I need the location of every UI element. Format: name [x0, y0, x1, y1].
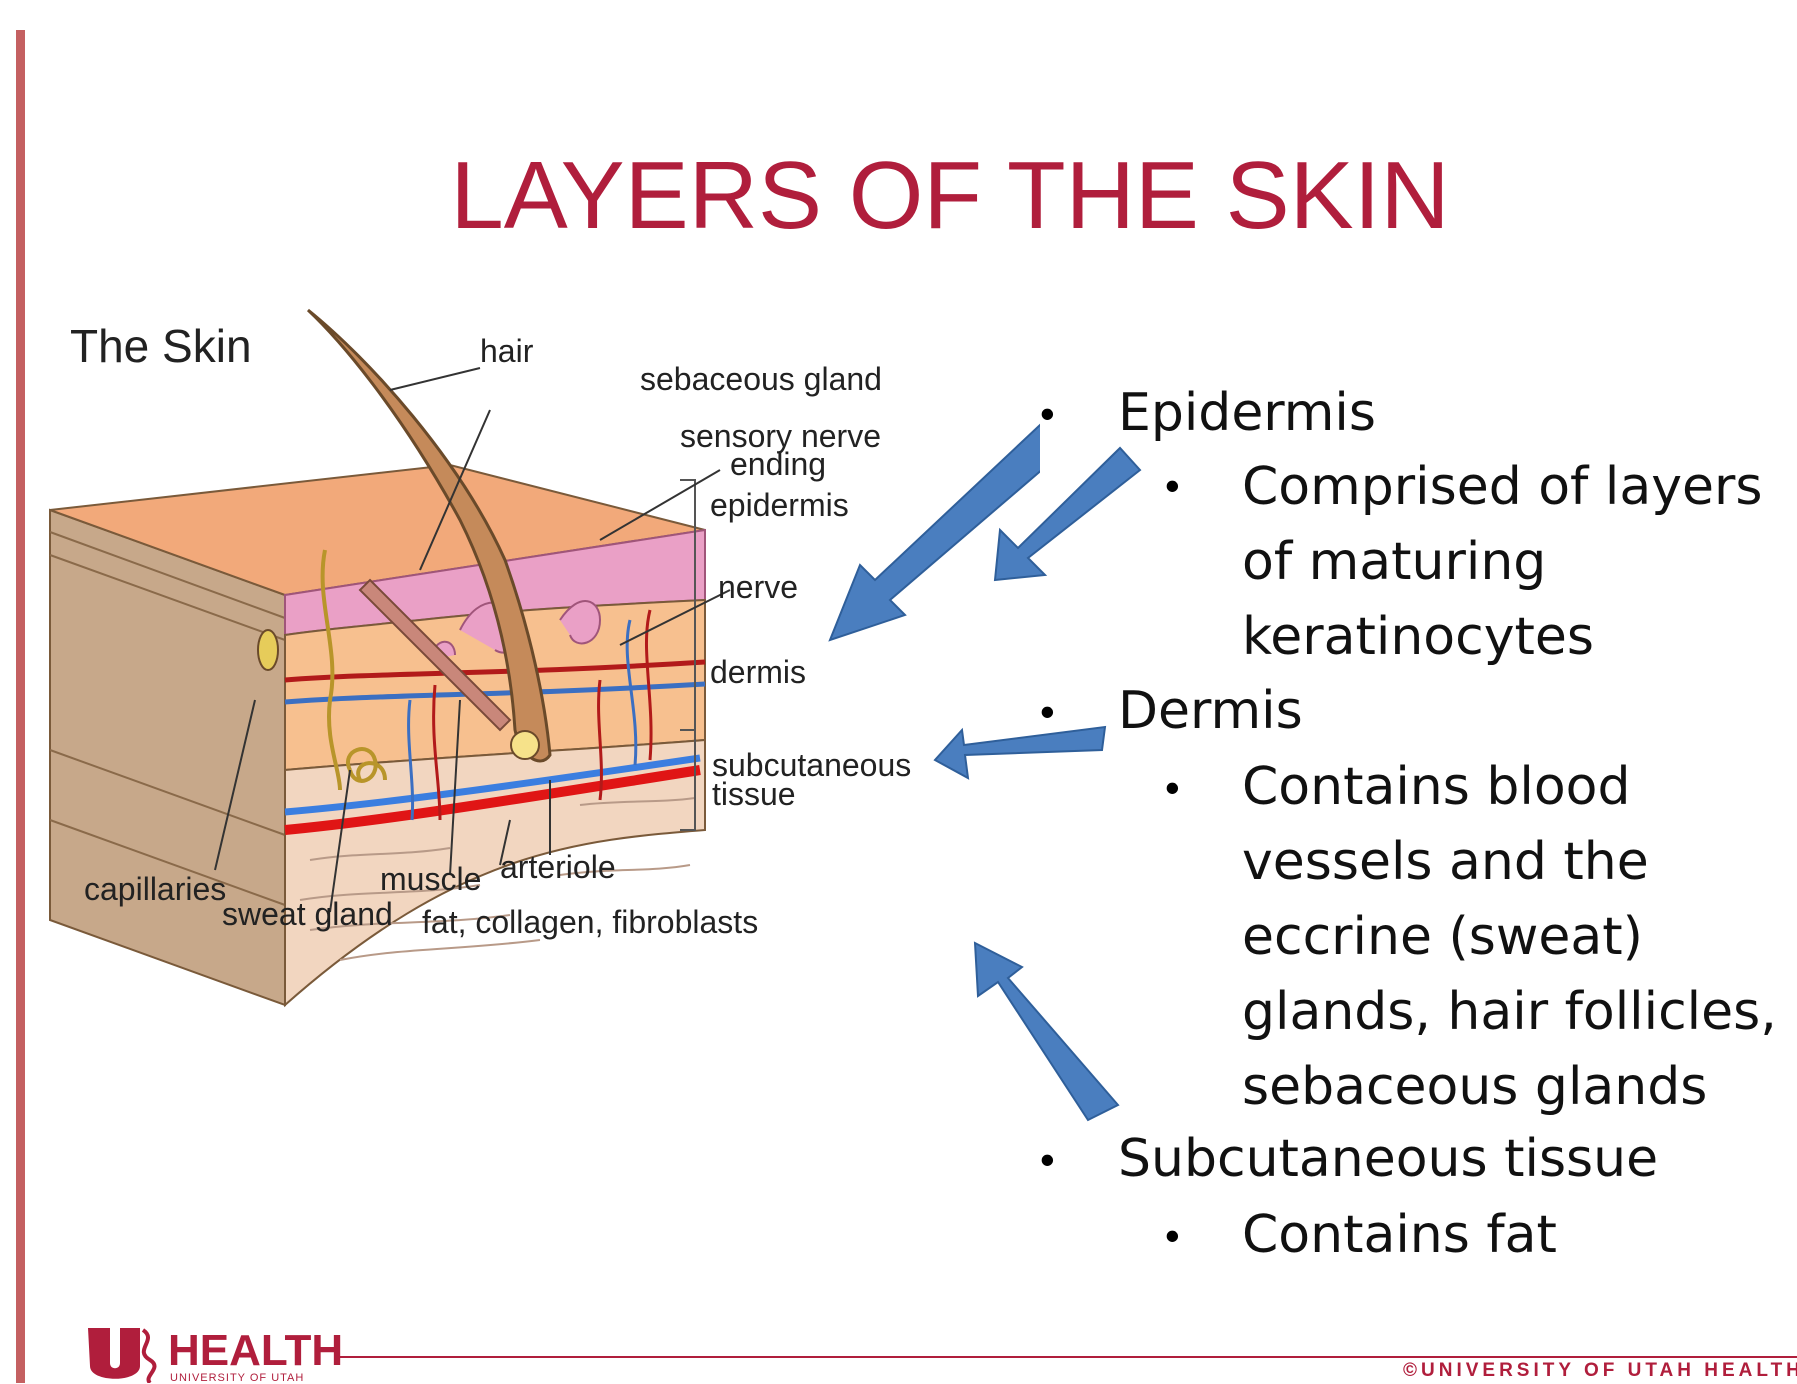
logo-u-mark	[88, 1328, 140, 1379]
bullet-dot: •	[1040, 688, 1055, 736]
bullet-dot: •	[1165, 1212, 1180, 1260]
bullet-dot: •	[1165, 764, 1180, 812]
bullet-subcutaneous: Subcutaneous tissue	[1118, 1122, 1658, 1197]
bullet-epidermis-sub-1: Comprised of layers	[1242, 450, 1762, 525]
footer-copyright: ©UNIVERSITY OF UTAH HEALTH	[1403, 1360, 1797, 1382]
arrow-to-subcutaneous	[975, 943, 1118, 1120]
bullet-epidermis-sub-2: of maturing	[1242, 525, 1546, 600]
logo-helix-mark	[143, 1330, 155, 1383]
bullet-dermis-sub-4: glands, hair follicles,	[1242, 975, 1777, 1050]
bullet-epidermis: Epidermis	[1118, 376, 1376, 451]
bullet-subcutaneous-sub-1: Contains fat	[1242, 1198, 1557, 1273]
bullet-dermis-sub-3: eccrine (sweat)	[1242, 900, 1643, 975]
bullet-epidermis-sub-3: keratinocytes	[1242, 600, 1594, 675]
bullet-dot: •	[1040, 1136, 1055, 1184]
bullet-dermis: Dermis	[1118, 674, 1303, 749]
arrow-to-epidermis	[995, 448, 1140, 580]
bullet-dermis-sub-5: sebaceous glands	[1242, 1050, 1707, 1125]
university-logo	[88, 1328, 168, 1383]
logo-health-text: HEALTH	[168, 1326, 343, 1376]
bullet-dot: •	[1165, 462, 1180, 510]
bullet-dermis-sub-1: Contains blood	[1242, 750, 1630, 825]
arrow-to-dermis	[935, 727, 1105, 778]
logo-subtext: UNIVERSITY OF UTAH	[170, 1372, 304, 1384]
footer-divider	[340, 1356, 1797, 1358]
bullet-dot: •	[1040, 390, 1055, 438]
bullet-dermis-sub-2: vessels and the	[1242, 825, 1649, 900]
